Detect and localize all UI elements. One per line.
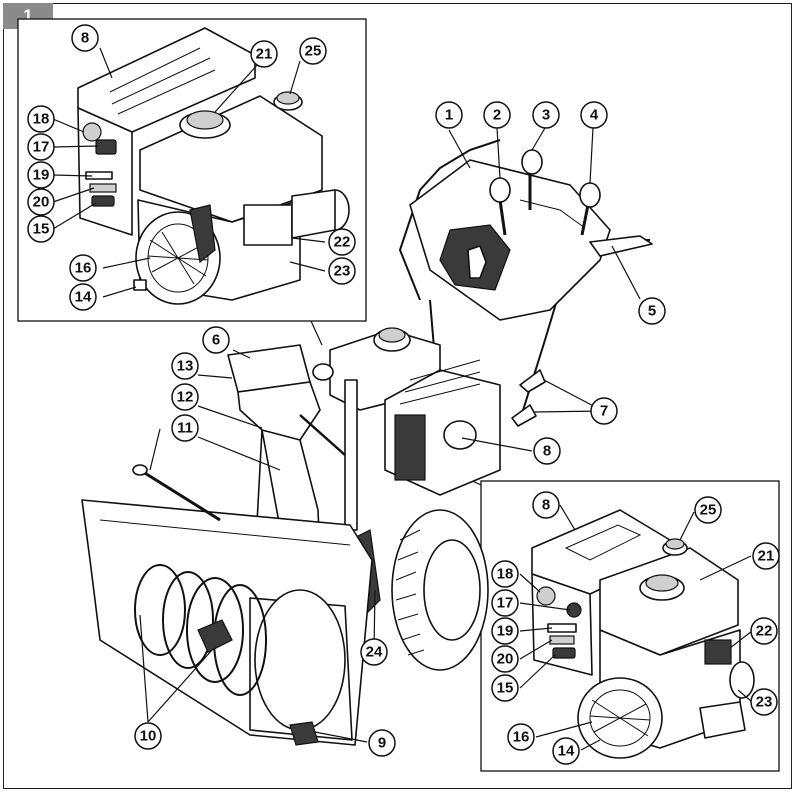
callout-circle bbox=[491, 617, 519, 645]
callout-tl17: 17 bbox=[33, 139, 50, 156]
callout-br21: 21 bbox=[758, 548, 775, 565]
figure-frame bbox=[3, 3, 792, 789]
callout-circle bbox=[532, 101, 560, 129]
callout-br20: 20 bbox=[497, 651, 514, 668]
callout-2: 2 bbox=[493, 107, 501, 124]
callout-circle bbox=[328, 228, 356, 256]
callout-br18: 18 bbox=[497, 566, 514, 583]
callout-3: 3 bbox=[542, 107, 550, 124]
callout-circle bbox=[134, 722, 162, 750]
callout-circle bbox=[250, 40, 278, 68]
inset-top-left-pointer bbox=[310, 320, 323, 346]
callout-circle bbox=[491, 645, 519, 673]
callouts: 8 21 25 18 17 19 20 15 16 14 22 23 1 2 3… bbox=[27, 24, 780, 765]
callout-circle bbox=[69, 254, 97, 282]
callout-circle bbox=[328, 257, 356, 285]
inset-engine-right bbox=[531, 509, 755, 759]
callout-circle bbox=[171, 414, 199, 442]
callout-circle bbox=[491, 589, 519, 617]
callout-tl16: 16 bbox=[75, 260, 92, 277]
callout-5: 5 bbox=[648, 303, 656, 320]
callout-12: 12 bbox=[177, 389, 194, 406]
callout-circle bbox=[638, 297, 666, 325]
callout-circle bbox=[171, 352, 199, 380]
callout-circle bbox=[202, 326, 230, 354]
callout-circle bbox=[491, 674, 519, 702]
callout-circle bbox=[27, 105, 55, 133]
callout-br16: 16 bbox=[513, 729, 530, 746]
callout-tl21: 21 bbox=[256, 46, 273, 63]
callout-circle bbox=[483, 101, 511, 129]
inset-engine-left bbox=[77, 27, 350, 305]
callout-circle bbox=[533, 437, 561, 465]
callout-br19: 19 bbox=[497, 623, 514, 640]
callout-circle bbox=[27, 133, 55, 161]
callout-circle bbox=[532, 491, 560, 519]
callout-br22: 22 bbox=[756, 623, 773, 640]
callout-br25: 25 bbox=[700, 502, 717, 519]
callout-br15: 15 bbox=[497, 680, 514, 697]
callout-tl23: 23 bbox=[334, 263, 351, 280]
callout-tl8: 8 bbox=[81, 30, 89, 47]
callout-circle bbox=[368, 729, 396, 757]
leaders-bottom-right bbox=[519, 504, 753, 751]
callout-br14: 14 bbox=[558, 743, 575, 760]
callout-circle bbox=[491, 560, 519, 588]
callout-tl22: 22 bbox=[334, 234, 351, 251]
callout-1: 1 bbox=[445, 107, 453, 124]
callout-9: 9 bbox=[378, 735, 386, 752]
callout-circle bbox=[27, 161, 55, 189]
callout-7: 7 bbox=[600, 403, 608, 420]
callout-br23: 23 bbox=[756, 694, 773, 711]
callout-circle bbox=[360, 638, 388, 666]
callout-circle bbox=[299, 37, 327, 65]
callout-tl15: 15 bbox=[33, 221, 50, 238]
callout-circle bbox=[750, 617, 778, 645]
callout-6: 6 bbox=[212, 332, 220, 349]
callout-tl20: 20 bbox=[33, 194, 50, 211]
snowblower-machine bbox=[81, 139, 653, 746]
callout-br8: 8 bbox=[542, 497, 550, 514]
callout-tl14: 14 bbox=[75, 289, 92, 306]
callout-circle bbox=[752, 542, 780, 570]
leaders-top-left bbox=[52, 47, 326, 298]
callout-circle bbox=[694, 496, 722, 524]
callout-circle bbox=[552, 737, 580, 765]
callout-10: 10 bbox=[140, 728, 157, 745]
callout-circle bbox=[27, 215, 55, 243]
callout-circle bbox=[435, 101, 463, 129]
callout-13: 13 bbox=[177, 358, 194, 375]
callout-circle bbox=[580, 101, 608, 129]
callout-circle bbox=[27, 188, 55, 216]
figure-number: 1 bbox=[23, 6, 33, 25]
callout-circle bbox=[750, 688, 778, 716]
callout-circle bbox=[507, 723, 535, 751]
callout-24: 24 bbox=[366, 644, 383, 661]
callout-4: 4 bbox=[590, 107, 599, 124]
callout-circle bbox=[71, 24, 99, 52]
callout-circle bbox=[590, 397, 618, 425]
callout-circle bbox=[69, 283, 97, 311]
callout-11: 11 bbox=[177, 420, 193, 437]
callout-tl19: 19 bbox=[33, 167, 50, 184]
callout-circle bbox=[171, 383, 199, 411]
callout-br17: 17 bbox=[497, 595, 514, 612]
callout-tl18: 18 bbox=[33, 111, 50, 128]
callout-8a: 8 bbox=[543, 443, 551, 460]
callout-tl25: 25 bbox=[305, 43, 322, 60]
